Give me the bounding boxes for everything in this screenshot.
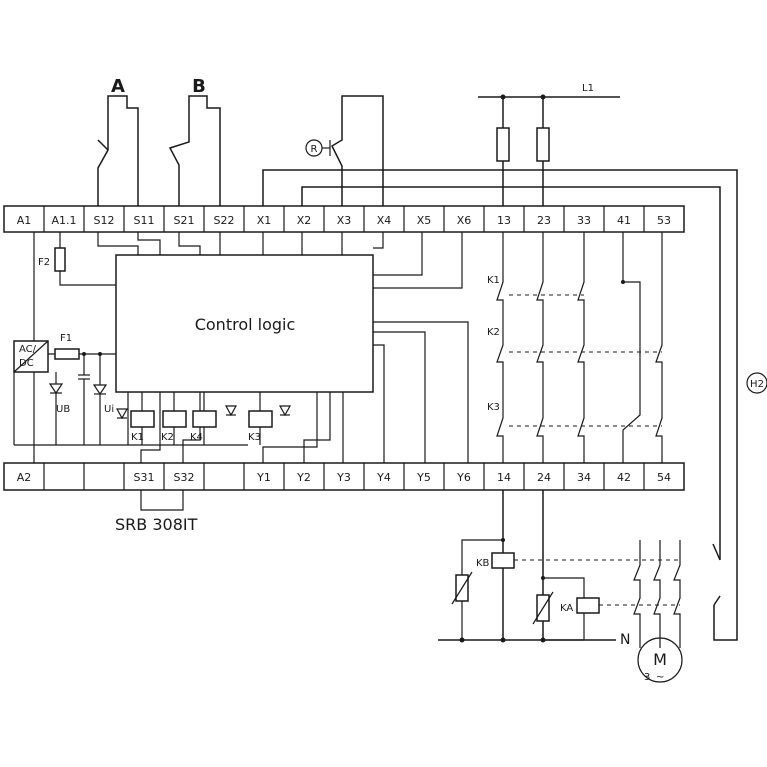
top-terminal-label: X4: [377, 214, 392, 227]
led-ui-label: Ui: [104, 404, 114, 415]
bottom-terminal-label: S32: [174, 471, 195, 484]
top-terminal-label: X6: [457, 214, 472, 227]
contactor-kb-coil: [491, 552, 515, 569]
contactor-kb-label: KB: [476, 558, 490, 569]
fuse-f2-label: F2: [38, 257, 50, 268]
motor-ac-symbol: ~: [656, 672, 664, 683]
top-terminal-strip: A1 A1.1 S12 S11 S21 S22 X1 X2 X3 X4 X5 X6 13 23 33 41 53: [3, 205, 685, 233]
top-terminal-label: A1: [17, 214, 32, 227]
supply-l1-label: L1: [582, 83, 594, 94]
bottom-terminal-strip: A2 S31 S32 Y1 Y2 Y3 Y4 Y5 Y6 14 24 34 42 54: [3, 462, 685, 491]
external-circuit: N KB KA M 3 ~: [438, 490, 683, 683]
top-terminal-label: S12: [94, 214, 115, 227]
ac-dc-label-2: DC: [19, 358, 34, 369]
top-terminal-label: 13: [497, 214, 511, 227]
bottom-terminal-label: Y3: [336, 471, 351, 484]
relay-k4-label: K4: [190, 432, 203, 443]
ac-dc-label-1: AC/: [19, 344, 37, 355]
bottom-terminal-label: Y4: [376, 471, 391, 484]
output-contacts: K1 K2 K3: [487, 232, 663, 463]
bottom-terminal-label: A2: [17, 471, 32, 484]
top-terminal-label: X3: [337, 214, 352, 227]
top-terminal-label: S11: [134, 214, 155, 227]
fuse-f1-label: F1: [60, 333, 72, 344]
top-terminal-label: X5: [417, 214, 432, 227]
relay-k4-coil: [192, 410, 217, 428]
power-supply-section: AC/ DC F1 Ui UB: [13, 333, 248, 446]
feedback-wiring: H2: [262, 169, 767, 641]
top-terminal-label: S21: [174, 214, 195, 227]
motor-circle: [637, 637, 683, 683]
contactor-ka-coil: [576, 597, 600, 614]
supply-l1: L1: [478, 83, 620, 206]
bottom-terminal-label: 54: [657, 471, 671, 484]
relay-k3-coil: [248, 410, 273, 428]
bottom-terminal-label: 24: [537, 471, 551, 484]
control-logic-label: Control logic: [195, 315, 296, 334]
bottom-terminal-label: Y5: [416, 471, 431, 484]
contact-k2-label: K2: [487, 327, 500, 338]
motor-phases: 3: [644, 672, 650, 683]
control-logic-block: Control logic: [115, 254, 374, 393]
top-terminal-label: 41: [617, 214, 631, 227]
internal-wiring: F2: [33, 232, 469, 511]
bottom-terminal-label: 42: [617, 471, 631, 484]
neutral-label: N: [620, 632, 630, 648]
top-terminal-label: 33: [577, 214, 591, 227]
fuse-23: [536, 127, 550, 162]
top-terminal-label: S22: [214, 214, 235, 227]
top-terminal-label: 53: [657, 214, 671, 227]
relay-k2-coil: [162, 410, 187, 428]
fuse-f2: [54, 247, 66, 272]
fuse-f1: [54, 348, 80, 360]
input-a-switch: A: [97, 76, 139, 206]
relay-k3-label: K3: [248, 432, 261, 443]
lamp-h2-circle: [746, 372, 767, 394]
lamp-h2-label: H2: [750, 379, 764, 390]
bottom-terminal-label: 34: [577, 471, 591, 484]
top-terminal-label: A1.1: [51, 214, 76, 227]
bottom-terminal-label: Y2: [296, 471, 311, 484]
reset-label: R: [311, 144, 318, 155]
fuse-13: [496, 127, 510, 162]
contactor-ka-label: KA: [560, 603, 573, 614]
relay-k1-coil: [130, 410, 155, 428]
top-terminal-label: X2: [297, 214, 312, 227]
contact-k1-label: K1: [487, 275, 500, 286]
bottom-terminal-label: S31: [134, 471, 155, 484]
bottom-terminal-label: 14: [497, 471, 511, 484]
bottom-terminal-label: Y1: [256, 471, 271, 484]
motor-label: M: [653, 650, 667, 669]
top-terminal-label: X1: [257, 214, 272, 227]
reset-button: R: [305, 95, 384, 206]
input-b-label: B: [192, 76, 206, 97]
top-terminal-label: 23: [537, 214, 551, 227]
relay-k1-label: K1: [131, 432, 144, 443]
input-a-label: A: [111, 76, 125, 97]
relay-k2-label: K2: [161, 432, 174, 443]
bottom-terminal-label: Y6: [456, 471, 471, 484]
model-label: SRB 308IT: [115, 515, 198, 534]
contact-k3-label: K3: [487, 402, 500, 413]
led-ub-label: UB: [56, 404, 70, 415]
input-b-switch: B: [168, 76, 221, 206]
internal-relays: K1 K2 K4 K3: [115, 392, 292, 445]
